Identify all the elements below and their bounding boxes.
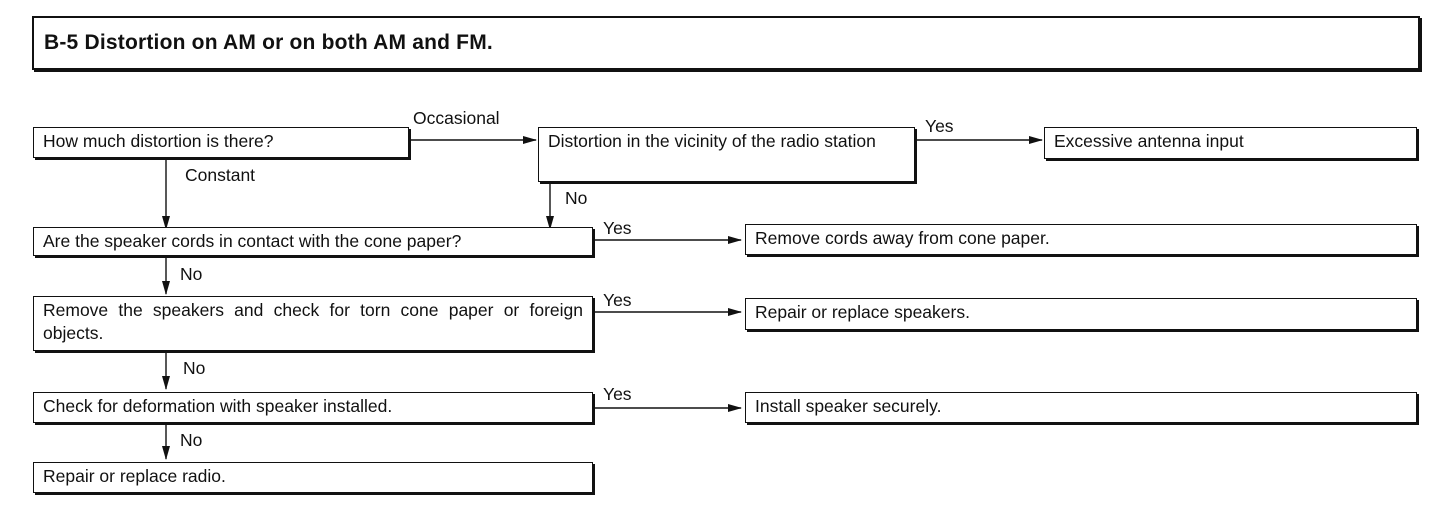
- edge-label-yes-antenna: Yes: [925, 116, 954, 136]
- node-text: Repair or replace radio.: [43, 466, 226, 486]
- node-vicinity-radio-station: Distortion in the vicinity of the radio …: [538, 127, 915, 182]
- edge-label-constant: Constant: [185, 165, 256, 185]
- node-text: Excessive antenna input: [1054, 131, 1244, 151]
- node-text: Remove cords away from cone paper.: [755, 228, 1050, 248]
- edge-label-no-deform: No: [180, 430, 203, 450]
- node-repair-speakers: Repair or replace speakers.: [745, 298, 1417, 330]
- node-text: How much distortion is there?: [43, 131, 274, 151]
- node-repair-radio: Repair or replace radio.: [33, 462, 593, 493]
- node-install-speaker: Install speaker securely.: [745, 392, 1417, 423]
- node-check-deformation: Check for deformation with speaker insta…: [33, 392, 593, 423]
- edge-label-yes-torn: Yes: [603, 290, 632, 310]
- node-distortion-amount: How much distortion is there?: [33, 127, 409, 158]
- edge-label-no-cords: No: [180, 264, 203, 284]
- title-box: B-5 Distortion on AM or on both AM and F…: [32, 16, 1420, 70]
- node-text: Remove the speakers and check for torn c…: [43, 300, 583, 343]
- node-text: Distortion in the vicinity of the radio …: [548, 131, 876, 151]
- node-text: Are the speaker cords in contact with th…: [43, 231, 462, 251]
- edge-label-no-torn: No: [183, 358, 206, 378]
- edge-label-yes-cords: Yes: [603, 218, 632, 238]
- node-torn-cone-paper: Remove the speakers and check for torn c…: [33, 296, 593, 351]
- node-text: Check for deformation with speaker insta…: [43, 396, 393, 416]
- edge-label-no-vicinity: No: [565, 188, 588, 208]
- node-text: Repair or replace speakers.: [755, 302, 970, 322]
- edge-label-occasional: Occasional: [413, 108, 500, 128]
- page-title: B-5 Distortion on AM or on both AM and F…: [44, 31, 493, 54]
- node-text: Install speaker securely.: [755, 396, 942, 416]
- node-remove-cords: Remove cords away from cone paper.: [745, 224, 1417, 255]
- node-excessive-antenna-input: Excessive antenna input: [1044, 127, 1417, 159]
- node-speaker-cords-contact: Are the speaker cords in contact with th…: [33, 227, 593, 256]
- edge-label-yes-deform: Yes: [603, 384, 632, 404]
